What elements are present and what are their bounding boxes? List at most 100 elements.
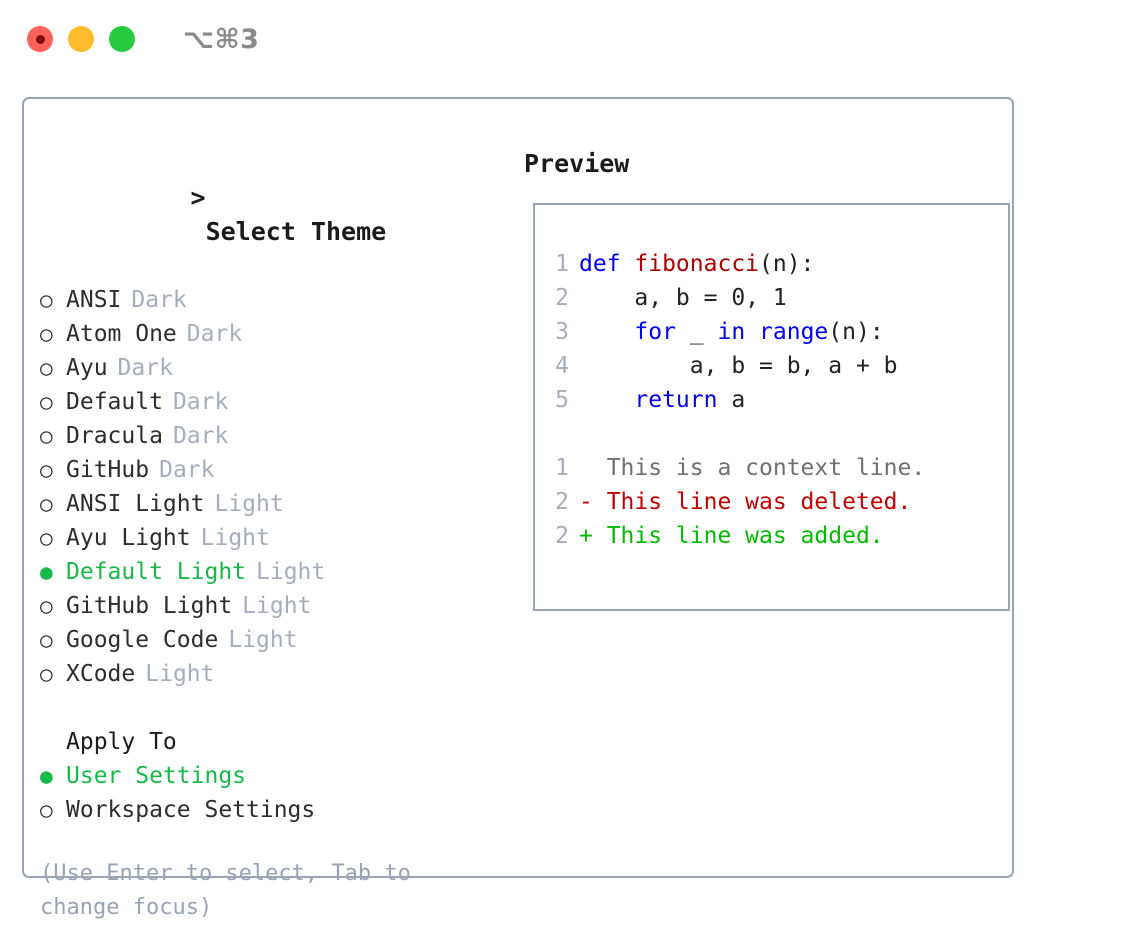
code-token-plain: (n):	[828, 319, 884, 345]
keyboard-hint-text: (Use Enter to select, Tab to change focu…	[40, 861, 425, 920]
theme-option-label: Dracula	[66, 423, 163, 449]
theme-option-mode-tag: Light	[256, 559, 326, 585]
select-theme-heading: > Select Theme	[40, 147, 504, 283]
theme-option-label: Atom One	[66, 321, 177, 347]
code-token-kw: def	[579, 251, 635, 277]
theme-option-label: Default	[66, 389, 163, 415]
code-token-plain	[579, 387, 634, 413]
code-diff-separator	[535, 417, 1008, 451]
radio-unselected-icon: ○	[40, 322, 53, 346]
theme-option-default-light[interactable]: ● Default Light Light	[40, 555, 504, 589]
close-window-button[interactable]	[27, 26, 53, 52]
code-token-fn: fibonacci	[634, 251, 760, 277]
code-token-kw: range	[759, 319, 829, 345]
radio-unselected-icon: ○	[40, 594, 53, 618]
theme-option-label: GitHub Light	[66, 593, 233, 619]
theme-option-label: Google Code	[66, 627, 219, 653]
window-traffic-lights	[27, 26, 135, 52]
radio-unselected-icon: ○	[40, 390, 53, 414]
code-token-plain: a, b = 0, 1	[579, 285, 787, 311]
diff-line: 2 - This line was deleted.	[535, 485, 1008, 519]
code-token-ctx: This is a context line.	[579, 455, 926, 481]
code-line: 2 a, b = 0, 1	[535, 281, 1008, 315]
prompt-caret-icon: >	[190, 183, 206, 212]
code-token-del: - This line was deleted.	[579, 489, 912, 515]
code-token-plain	[745, 319, 759, 345]
theme-option-label: XCode	[66, 661, 136, 687]
radio-unselected-icon: ○	[40, 458, 53, 482]
diff-line: 2+ This line was added.	[535, 519, 1008, 553]
code-line-text: return a	[579, 383, 745, 417]
theme-option-label: ANSI Light	[66, 491, 205, 517]
apply-to-option-label: Workspace Settings	[66, 797, 316, 823]
radio-unselected-icon: ○	[40, 356, 53, 380]
theme-option-mode-tag: Dark	[117, 355, 173, 381]
theme-option-atom-one[interactable]: ○ Atom One Dark	[40, 317, 504, 351]
apply-to-list: ●User Settings ○ Workspace Settings	[40, 759, 504, 827]
code-line-text: + This line was added.	[579, 519, 884, 553]
apply-to-heading: Apply To	[66, 729, 177, 755]
theme-option-label: ANSI	[66, 287, 122, 313]
code-token-kw: return	[634, 387, 718, 413]
theme-option-mode-tag: Light	[214, 491, 284, 517]
code-token-kw: in	[717, 319, 746, 345]
theme-option-default[interactable]: ○ Default Dark	[40, 385, 504, 419]
radio-unselected-icon: ○	[40, 798, 53, 822]
window-titlebar: ⌥⌘3	[0, 0, 1140, 78]
line-number: 1	[555, 455, 569, 481]
keyboard-shortcut-label: ⌥⌘3	[183, 23, 260, 55]
apply-to-option-user-settings[interactable]: ●User Settings	[40, 759, 504, 793]
radio-unselected-icon: ○	[40, 492, 53, 516]
code-token-add: + This line was added.	[579, 523, 884, 549]
radio-unselected-icon: ○	[40, 662, 53, 686]
code-line: 4 a, b = b, a + b	[535, 349, 1008, 383]
code-line-text: a, b = 0, 1	[579, 281, 787, 315]
theme-option-mode-tag: Light	[145, 661, 215, 687]
radio-selected-icon: ●	[40, 560, 53, 584]
theme-option-xcode[interactable]: ○ XCode Light	[40, 657, 504, 691]
line-number: 2	[555, 285, 569, 311]
theme-option-mode-tag: Dark	[131, 287, 187, 313]
code-token-plain: _	[675, 319, 718, 345]
apply-to-option-label: User Settings	[66, 763, 247, 789]
code-line-text: a, b = b, a + b	[579, 349, 898, 383]
theme-option-ansi[interactable]: ○ ANSI Dark	[40, 283, 504, 317]
code-line-text: def fibonacci(n):	[579, 247, 814, 281]
theme-option-mode-tag: Light	[228, 627, 298, 653]
code-line-text: This is a context line.	[579, 451, 926, 485]
apply-to-option-workspace-settings[interactable]: ○ Workspace Settings	[40, 793, 504, 827]
theme-option-mode-tag: Dark	[186, 321, 243, 347]
code-line: 3 for _ in range(n):	[535, 315, 1008, 349]
radio-unselected-icon: ○	[40, 288, 53, 312]
diff-line: 1 This is a context line.	[535, 451, 1008, 485]
code-token-plain: a	[717, 387, 746, 413]
radio-unselected-icon: ○	[40, 424, 53, 448]
line-number: 2	[555, 489, 569, 515]
theme-option-label: Default Light	[66, 559, 247, 585]
code-token-plain: (n):	[759, 251, 815, 277]
code-line: 5 return a	[535, 383, 1008, 417]
code-line: 1 def fibonacci(n):	[535, 247, 1008, 281]
theme-option-label: Ayu Light	[66, 525, 191, 551]
theme-option-mode-tag: Dark	[159, 457, 215, 483]
theme-option-mode-tag: Dark	[172, 389, 229, 415]
theme-option-ansi-light[interactable]: ○ ANSI Light Light	[40, 487, 504, 521]
maximize-window-button[interactable]	[109, 26, 135, 52]
code-line-text: for _ in range(n):	[579, 315, 884, 349]
code-line-text: - This line was deleted.	[579, 485, 911, 519]
radio-unselected-icon: ○	[40, 526, 53, 550]
select-theme-title: Select Theme	[205, 217, 387, 246]
minimize-window-button[interactable]	[68, 26, 94, 52]
line-number: 1	[555, 251, 569, 277]
